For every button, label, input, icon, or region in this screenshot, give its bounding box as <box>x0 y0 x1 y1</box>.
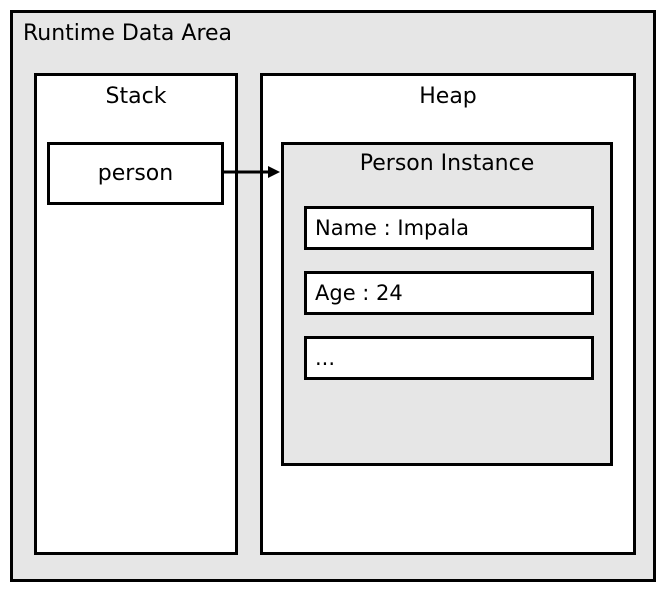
field-age: Age : 24 <box>304 271 594 315</box>
field-ellipsis: ... <box>304 336 594 380</box>
person-instance-title: Person Instance <box>359 151 535 176</box>
runtime-data-area-title: Runtime Data Area <box>23 21 233 46</box>
stack-title: Stack <box>105 84 167 109</box>
field-name: Name : Impala <box>304 206 594 250</box>
person-instance-box: Person Instance Name : Impala Age : 24 .… <box>281 142 613 466</box>
heap-panel: Heap Person Instance Name : Impala Age :… <box>260 73 636 555</box>
runtime-data-area: Runtime Data Area Stack person Heap Pers… <box>10 10 656 582</box>
stack-panel: Stack person <box>34 73 238 555</box>
heap-title: Heap <box>419 84 477 109</box>
person-reference-box: person <box>47 142 224 205</box>
